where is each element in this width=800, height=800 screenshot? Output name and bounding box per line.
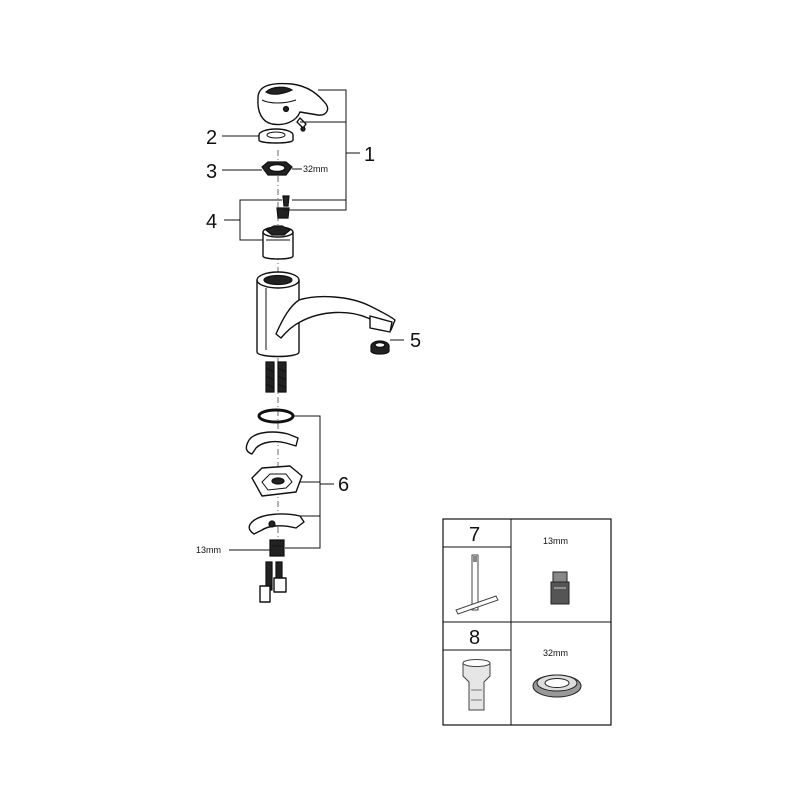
fixing-bracket [248, 513, 305, 535]
aerator [370, 340, 390, 355]
tool-7-number: 7 [469, 524, 480, 546]
threaded-stud [269, 539, 285, 557]
supply-hoses [265, 361, 287, 393]
screw [282, 195, 290, 207]
hose-connectors [259, 561, 287, 603]
callout-5: 5 [410, 330, 421, 352]
socket-sleeve-icon [462, 659, 491, 711]
callout-4: 4 [206, 211, 217, 233]
cover-ring [258, 128, 294, 144]
tool-8-size: 32mm [543, 648, 568, 658]
lever-handle [257, 82, 329, 132]
leader-lines [222, 89, 404, 551]
cartridge [262, 225, 294, 260]
nut-32mm-icon [532, 674, 582, 698]
callout-3: 3 [206, 161, 217, 183]
callout-2: 2 [206, 127, 217, 149]
horseshoe-washer [245, 431, 299, 455]
callout-1: 1 [364, 144, 375, 166]
tool-8-number: 8 [469, 627, 480, 649]
tool-7-size: 13mm [543, 536, 568, 546]
tools-table: 7 8 13mm 32mm [442, 518, 612, 726]
hex-nut [261, 161, 302, 176]
faucet-body [256, 271, 396, 358]
mounting-plate [251, 465, 303, 497]
t-wrench-icon [455, 554, 499, 615]
connector-13mm-icon [550, 571, 570, 605]
dimension-32mm: 32mm [303, 164, 328, 174]
callout-6: 6 [338, 474, 349, 496]
o-ring [257, 408, 295, 424]
dimension-13mm: 13mm [196, 545, 221, 555]
